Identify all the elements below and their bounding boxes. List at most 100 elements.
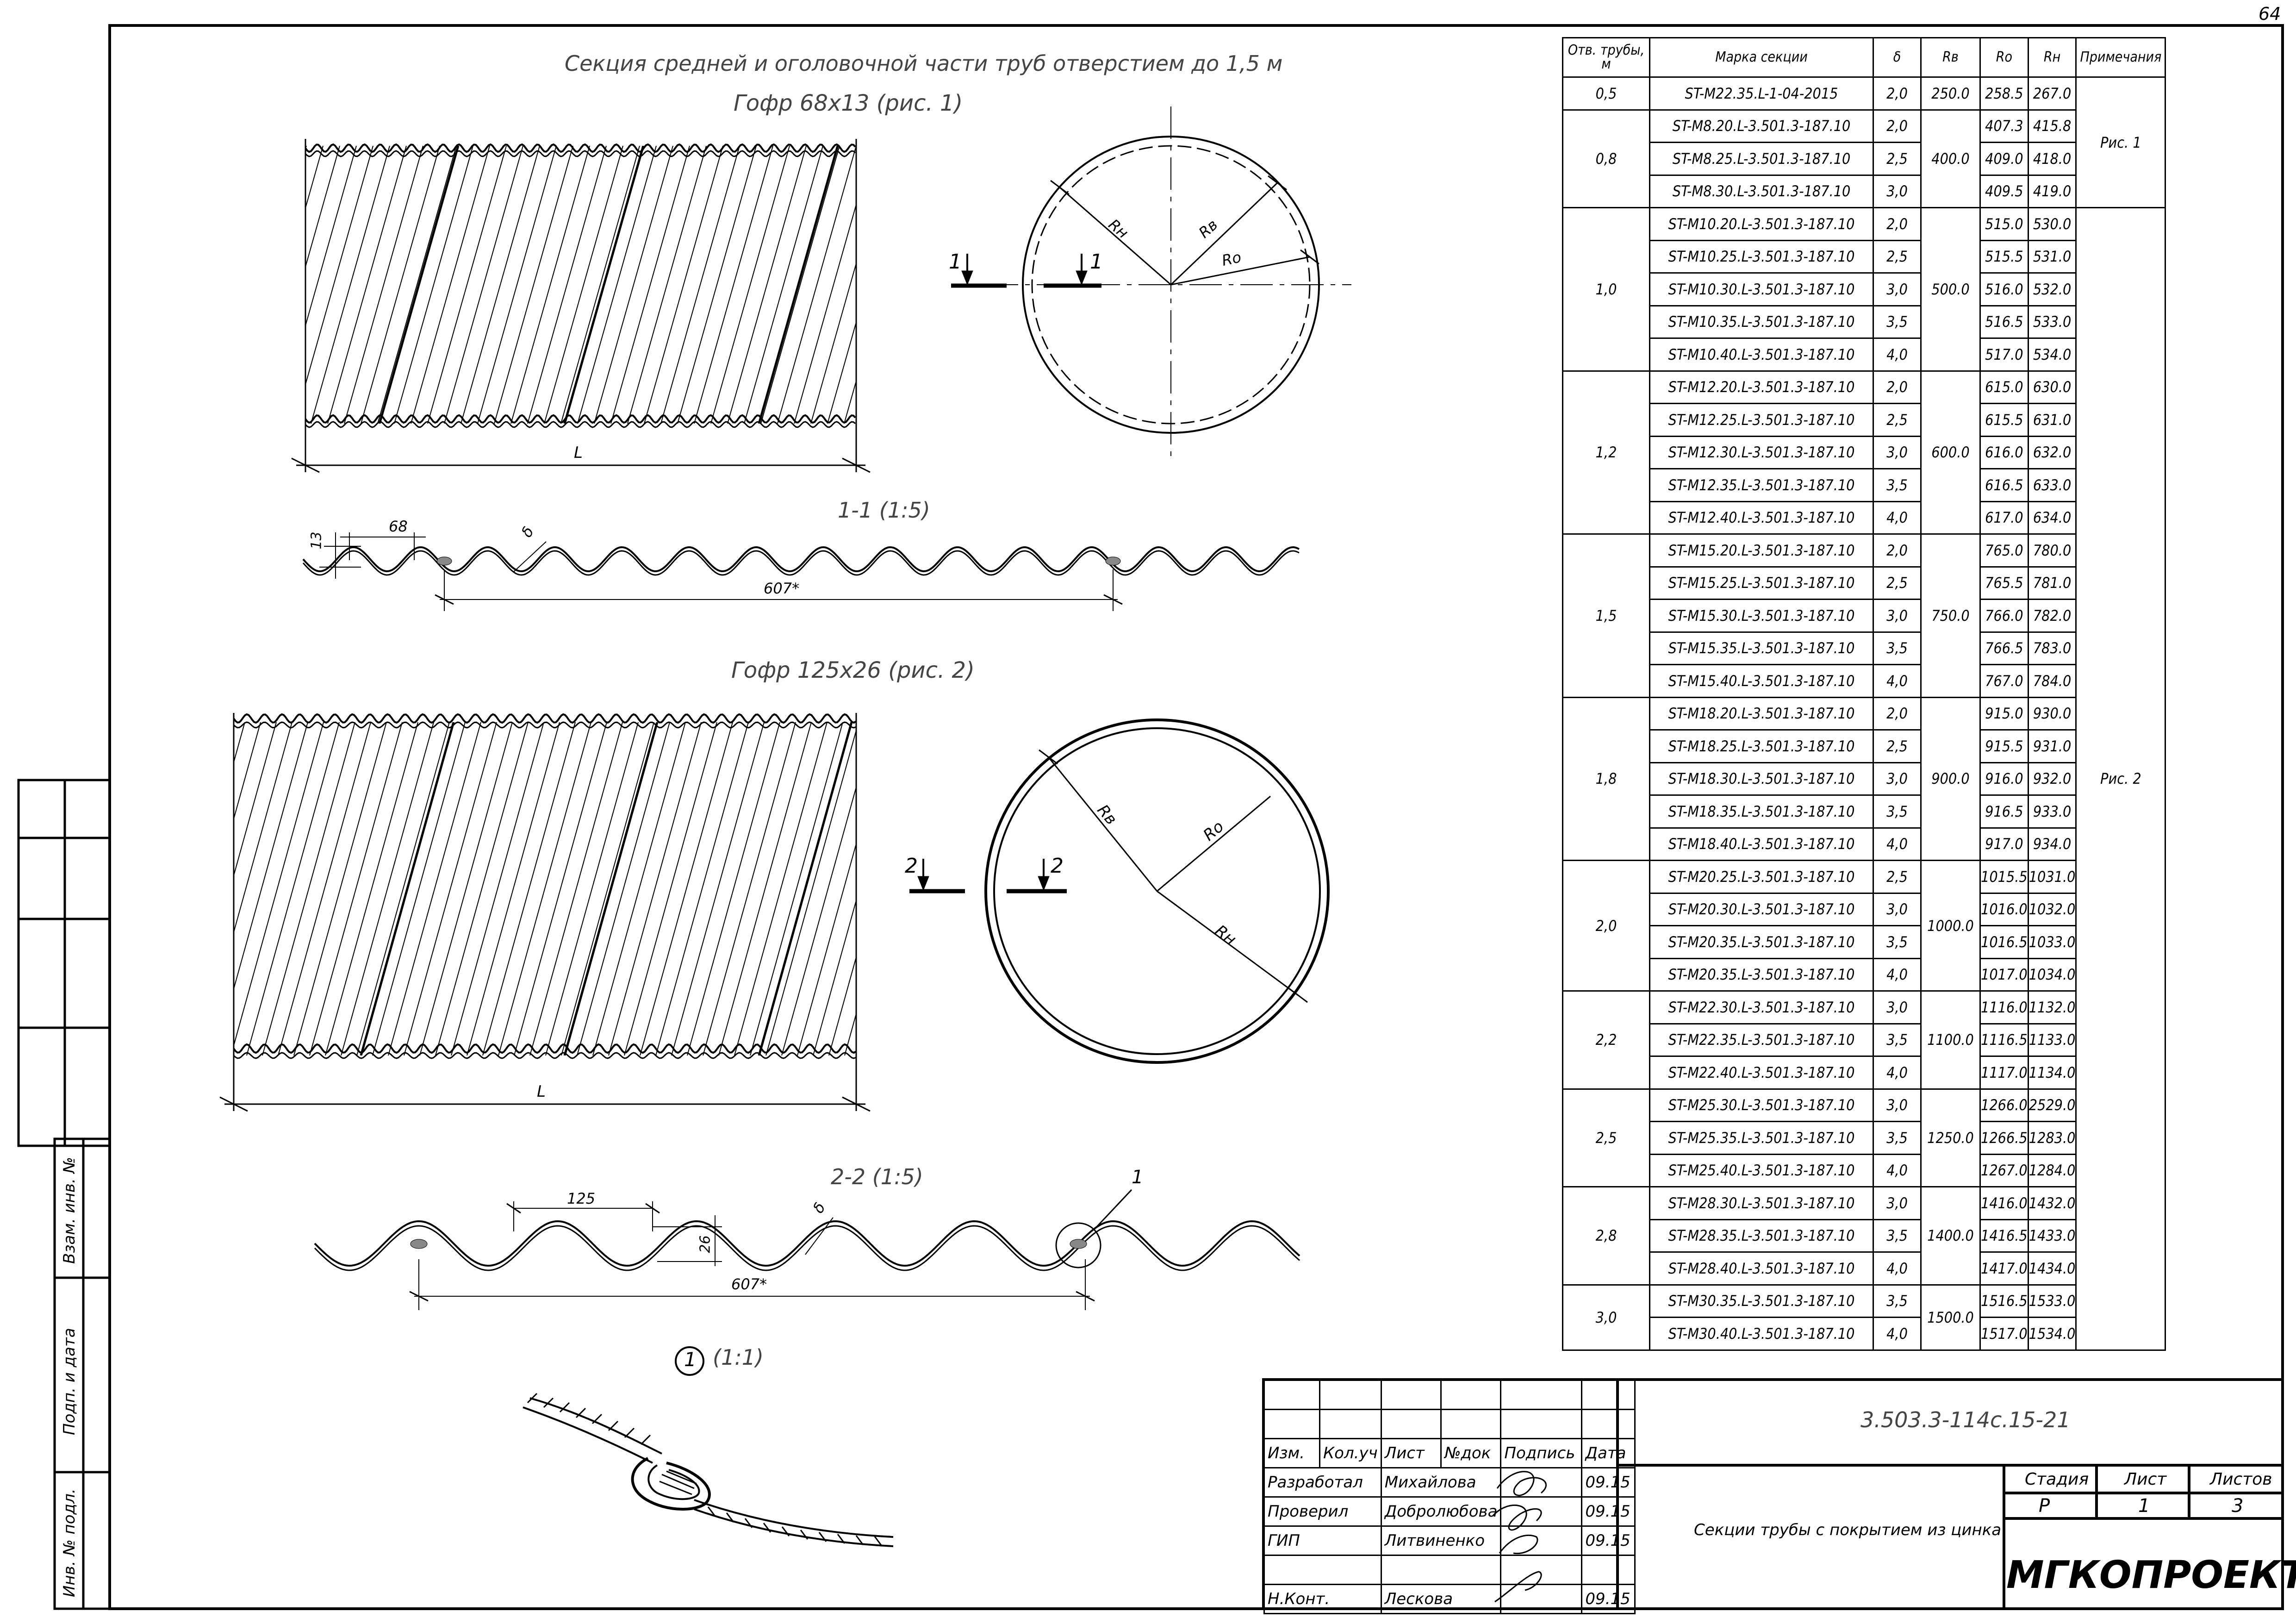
sheets-value: 3 bbox=[2232, 1495, 2244, 1517]
hatch-line bbox=[477, 146, 557, 424]
cell-marka: ST-M15.30.L-3.501.3-187.10 bbox=[1649, 599, 1874, 633]
hatch-line bbox=[211, 146, 290, 424]
cell-delta: 3,5 bbox=[1873, 468, 1922, 502]
cell-marka: ST-M15.40.L-3.501.3-187.10 bbox=[1649, 664, 1874, 698]
cell-ro: 1267.0 bbox=[1979, 1153, 2029, 1187]
cell-delta: 4,0 bbox=[1873, 957, 1922, 992]
cell-otv: 0,5 bbox=[1562, 76, 1650, 111]
hatch-line bbox=[545, 722, 639, 1056]
hatch-line bbox=[529, 722, 623, 1056]
date-3: 09.15 bbox=[1581, 1584, 1636, 1614]
hatch-line bbox=[594, 146, 673, 424]
cell-ro: 765.5 bbox=[1979, 566, 2029, 600]
hatch-line bbox=[11, 722, 103, 1056]
hatch-line bbox=[194, 146, 273, 424]
cell-delta: 3,5 bbox=[1873, 305, 1922, 339]
cell-rn: 1032.0 bbox=[2027, 892, 2077, 926]
cell-rn: 784.0 bbox=[2027, 664, 2077, 698]
hatch-line bbox=[44, 146, 123, 424]
header-delta: δ bbox=[1873, 37, 1922, 78]
hatch-line bbox=[94, 146, 173, 424]
hatch-line bbox=[121, 722, 213, 1056]
cut-label-2b: 2 bbox=[1051, 854, 1064, 878]
cell-ro: 617.0 bbox=[1979, 500, 2029, 535]
hatch-line bbox=[28, 146, 106, 424]
cell-otv: 0,8 bbox=[1562, 109, 1650, 208]
hatch-line bbox=[592, 722, 686, 1056]
cell-ro: 1516.5 bbox=[1979, 1284, 2029, 1318]
cell-ro: 1016.0 bbox=[1979, 892, 2029, 926]
fig1-title: Гофр 68х13 (рис. 1) bbox=[734, 90, 963, 116]
hatch-line bbox=[710, 146, 790, 424]
cell-rn: 780.0 bbox=[2027, 533, 2077, 568]
hatch-line bbox=[467, 722, 560, 1056]
hatch-line bbox=[718, 722, 812, 1056]
cell-marka: ST-M22.30.L-3.501.3-187.10 bbox=[1649, 990, 1874, 1024]
title-block-grid: Изм. Кол.уч Лист №док Подпись Дата Разра… bbox=[1263, 1380, 1636, 1614]
hatch-line bbox=[361, 146, 440, 424]
side-inv-podl: Инв. № подл. bbox=[60, 1488, 79, 1597]
cell-rn: 783.0 bbox=[2027, 631, 2077, 665]
cell-rv: 750.0 bbox=[1920, 533, 1981, 698]
cell-marka: ST-M28.35.L-3.501.3-187.10 bbox=[1649, 1218, 1874, 1253]
cell-delta: 2,0 bbox=[1873, 207, 1922, 241]
hatch-line bbox=[234, 722, 245, 764]
name-3: Лескова bbox=[1380, 1584, 1502, 1614]
cell-marka: ST-M20.25.L-3.501.3-187.10 bbox=[1649, 860, 1874, 894]
cell-delta: 2,5 bbox=[1873, 239, 1922, 274]
svg-text:МГКОПРОЕКТ: МГКОПРОЕКТ bbox=[2006, 1553, 2296, 1597]
cell-delta: 4,0 bbox=[1873, 337, 1922, 372]
hatch-line bbox=[311, 146, 390, 424]
cell-otv: 2,0 bbox=[1562, 860, 1650, 992]
cell-ro: 258.5 bbox=[1979, 76, 2029, 111]
cell-otv: 1,0 bbox=[1562, 207, 1650, 372]
hatch-line bbox=[372, 722, 466, 1056]
cell-delta: 4,0 bbox=[1873, 664, 1922, 698]
hatch-line bbox=[293, 722, 387, 1056]
dim-L-2: L bbox=[537, 1082, 546, 1101]
cell-rn: 630.0 bbox=[2027, 370, 2077, 404]
hatch-line bbox=[105, 722, 198, 1056]
section-1-1-profile bbox=[302, 532, 1300, 611]
hatch-line bbox=[0, 722, 40, 1056]
hatch-line bbox=[278, 722, 371, 1056]
hatch-line bbox=[561, 722, 654, 1056]
cell-rn: 1433.0 bbox=[2027, 1218, 2077, 1253]
callout-1: 1 bbox=[1132, 1167, 1144, 1188]
cell-ro: 1116.5 bbox=[1979, 1023, 2029, 1057]
cell-delta: 2,5 bbox=[1873, 142, 1922, 176]
hatch-line bbox=[0, 722, 9, 1056]
hatch-line bbox=[344, 146, 423, 424]
hatch-line bbox=[305, 146, 373, 386]
cell-marka: ST-M18.25.L-3.501.3-187.10 bbox=[1649, 729, 1874, 763]
cell-delta: 2,5 bbox=[1873, 860, 1922, 894]
hatch-line bbox=[419, 722, 513, 1056]
cell-ro: 1517.0 bbox=[1979, 1317, 2029, 1351]
seam-line bbox=[360, 722, 455, 1056]
cell-rn: 267.0 bbox=[2027, 76, 2077, 111]
cell-rn: 933.0 bbox=[2027, 794, 2077, 829]
cell-rn: 1533.0 bbox=[2027, 1284, 2077, 1318]
cell-otv: 2,5 bbox=[1562, 1088, 1650, 1187]
hatch-line bbox=[827, 320, 856, 424]
doc-title: Секции трубы с покрытием из цинка bbox=[1694, 1521, 2002, 1539]
cell-rn: 415.8 bbox=[2027, 109, 2077, 143]
hatch-line bbox=[781, 785, 856, 1056]
cell-delta: 4,0 bbox=[1873, 827, 1922, 861]
hatch-line bbox=[765, 729, 856, 1056]
section-title: Секция средней и оголовочной части труб … bbox=[565, 51, 1283, 76]
cell-ro: 1417.0 bbox=[1979, 1251, 2029, 1286]
hatch-line bbox=[655, 722, 749, 1056]
col-izm: Изм. bbox=[1263, 1438, 1320, 1468]
cell-marka: ST-M25.35.L-3.501.3-187.10 bbox=[1649, 1121, 1874, 1155]
cell-marka: ST-M30.35.L-3.501.3-187.10 bbox=[1649, 1284, 1874, 1318]
cell-rn: 781.0 bbox=[2027, 566, 2077, 600]
